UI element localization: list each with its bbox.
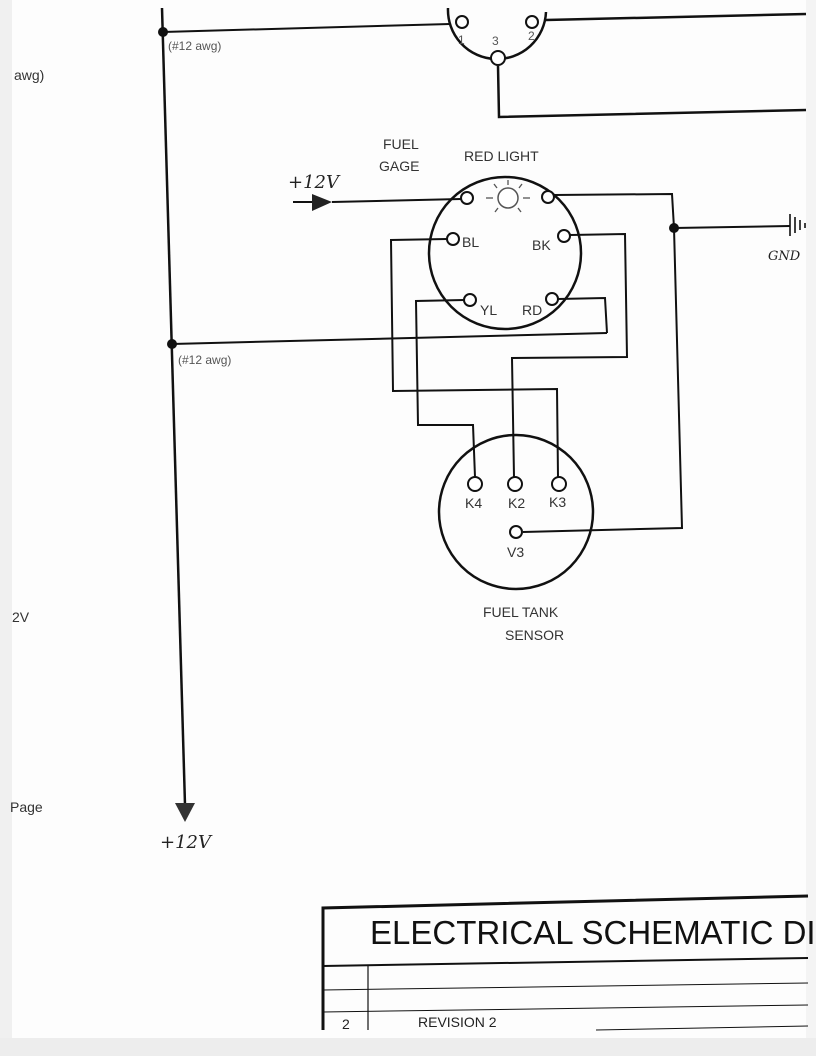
fuel-tank-sensor-body bbox=[437, 433, 595, 591]
fuel-gage: BL BK YL RD bbox=[427, 175, 583, 331]
mid-awg-label: (#12 awg) bbox=[178, 353, 231, 367]
lamp-return-wire bbox=[553, 192, 675, 229]
fuel-gage-label-line2: GAGE bbox=[379, 158, 419, 174]
fuel-tank-sensor-label-line2: SENSOR bbox=[505, 627, 564, 643]
sensor-pin-k2-label: K2 bbox=[508, 495, 525, 511]
sensor-pin-k4 bbox=[467, 476, 483, 492]
top-connector-pin-3-wire bbox=[496, 65, 807, 119]
ground-label: GND bbox=[768, 249, 801, 264]
rd-pin-wire bbox=[557, 296, 608, 334]
gage-pin-bl bbox=[446, 232, 460, 246]
lamp-pin-right bbox=[541, 190, 555, 204]
ground-wire bbox=[673, 225, 791, 229]
top-awg-label: (#12 awg) bbox=[168, 39, 221, 53]
bl-to-k3-wire bbox=[389, 238, 559, 478]
top-bus-junction bbox=[158, 27, 168, 37]
sensor-pin-k2 bbox=[507, 476, 523, 492]
title-block-border bbox=[321, 894, 809, 1030]
sensor-pin-k4-label: K4 bbox=[465, 495, 482, 511]
lamp-pin-left bbox=[460, 191, 474, 205]
gage-pin-yl bbox=[463, 293, 477, 307]
title-block-row-divider-1 bbox=[322, 957, 809, 967]
gage-supply-wire bbox=[331, 198, 462, 203]
revision-text: REVISION 2 bbox=[418, 1014, 497, 1030]
gage-pin-yl-label: YL bbox=[480, 302, 497, 318]
page-left-edge bbox=[0, 0, 12, 1056]
gage-pin-bl-label: BL bbox=[462, 234, 479, 250]
fuel-tank-sensor-label-line1: FUEL TANK bbox=[483, 604, 559, 620]
gage-pin-rd-label: RD bbox=[522, 302, 542, 318]
title-block-row-divider-4 bbox=[595, 1025, 809, 1031]
supply-bus-wire bbox=[160, 7, 187, 806]
fuel-gage-label-line1: FUEL bbox=[383, 136, 419, 152]
sensor-pin-k3 bbox=[551, 476, 567, 492]
top-feed-wire bbox=[162, 23, 451, 33]
gage-supply-arrow bbox=[312, 194, 332, 211]
v3-sense-wire bbox=[522, 227, 684, 533]
margin-note-awg: awg) bbox=[14, 67, 44, 83]
bk-to-k2-wire bbox=[510, 232, 629, 478]
top-connector-pin-2-label: 2 bbox=[528, 29, 535, 43]
top-connector-pin-2-wire bbox=[545, 12, 807, 22]
top-connector-pin-1-label: 1 bbox=[458, 33, 465, 47]
ground-symbol-icon bbox=[789, 214, 806, 236]
red-light-lamp-icon bbox=[497, 187, 519, 209]
gage-pin-bk bbox=[557, 229, 571, 243]
top-connector: 1 2 3 bbox=[446, 7, 548, 66]
top-connector-pin-3 bbox=[490, 50, 506, 66]
schematic-title: ELECTRICAL SCHEMATIC DI bbox=[370, 914, 816, 951]
title-block-row-divider-2 bbox=[322, 982, 809, 991]
gage-pin-rd bbox=[545, 292, 559, 306]
top-connector-pin-2 bbox=[525, 15, 539, 29]
lamp-rays bbox=[486, 180, 530, 213]
yl-to-k4-wire bbox=[414, 299, 476, 478]
supply-bus-arrow bbox=[175, 803, 195, 822]
mid-feed-wire bbox=[171, 332, 608, 345]
sensor-pin-k3-label: K3 bbox=[549, 494, 566, 510]
gage-pin-bk-label: BK bbox=[532, 237, 551, 253]
margin-note-page: Page bbox=[10, 799, 43, 815]
gage-supply-label: +12V bbox=[288, 172, 341, 193]
page-bottom-edge bbox=[0, 1038, 816, 1056]
sensor-pin-v3 bbox=[509, 525, 523, 539]
title-block-row-divider-3 bbox=[322, 1004, 809, 1013]
red-light-label: RED LIGHT bbox=[464, 148, 539, 164]
fuel-tank-sensor: K4 K2 K3 V3 bbox=[437, 433, 595, 591]
page-right-edge bbox=[806, 0, 816, 1056]
sensor-pin-v3-label: V3 bbox=[507, 544, 524, 560]
revision-number: 2 bbox=[342, 1016, 350, 1032]
bus-supply-label: +12V bbox=[160, 832, 213, 853]
title-block: ELECTRICAL SCHEMATIC DI 2 REVISION 2 bbox=[321, 894, 816, 1032]
fuel-gage-body bbox=[427, 175, 583, 331]
mid-bus-junction bbox=[167, 339, 177, 349]
top-connector-pin-3-label: 3 bbox=[492, 34, 499, 48]
margin-note-12v: 2V bbox=[12, 609, 30, 625]
top-connector-pin-1 bbox=[455, 15, 469, 29]
